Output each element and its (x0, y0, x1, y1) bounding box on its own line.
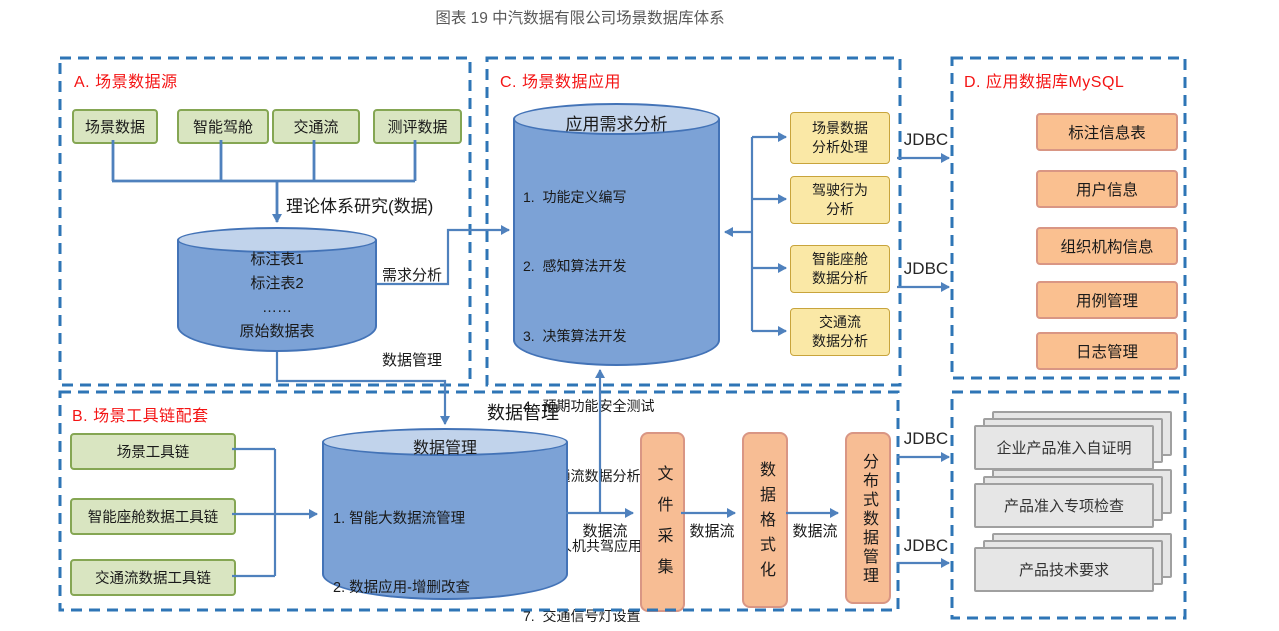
process-distributed-mgmt: 分布式数据管理 (845, 432, 891, 604)
db-item: 3. 决策算法开发 (523, 328, 627, 345)
db-mgmt-items: 1. 智能大数据流管理 2. 数据应用-增删改查 3. 数据存储平台 4. 企业… (333, 462, 494, 631)
db-row: 标注表1 (250, 251, 304, 268)
db-item: 1. 功能定义编写 (523, 188, 627, 205)
process-file-collect: 文件采集 (640, 432, 685, 612)
db-item: 7. 交通信号灯设置 (523, 607, 641, 624)
source-smart-cockpit: 智能驾舱 (177, 109, 269, 144)
output-line: 场景数据 (812, 120, 868, 136)
figure-caption: 图表 19 中汽数据有限公司场景数据库体系 (435, 10, 725, 27)
doc-sheet-label: 产品准入专项检查 (974, 483, 1154, 528)
db-title: 应用需求分析 (565, 115, 668, 134)
jdbc-label-4: JDBC (903, 536, 949, 555)
doc-sheet-label: 企业产品准入自证明 (974, 425, 1154, 470)
app-output-traffic-analysis: 交通流 数据分析 (790, 308, 890, 356)
db-annotation-tables: 标注表1 标注表2 …… 原始数据表 (177, 227, 377, 352)
edge-label-data-management: 数据管理 (382, 352, 443, 369)
db-row: 原始数据表 (239, 323, 315, 340)
section-a-label: A. 场景数据源 (74, 74, 178, 91)
output-line: 数据分析 (812, 333, 868, 349)
db-annotation-rows: 标注表1 标注表2 …… 原始数据表 (177, 248, 377, 344)
connector (111, 140, 417, 183)
jdbc-label-3: JDBC (903, 429, 949, 448)
edge-label-data-flow-2: 数据流 (689, 523, 735, 540)
edge-label-data-flow-1: 数据流 (582, 523, 628, 540)
db-item: 1. 智能大数据流管理 (333, 511, 466, 527)
jdbc-label-1: JDBC (903, 130, 949, 149)
data-management-caption: 数据管理 (487, 403, 559, 423)
output-line: 驾驶行为 (812, 182, 868, 198)
db-item: 2. 感知算法开发 (523, 258, 627, 275)
app-output-scene-analysis: 场景数据 分析处理 (790, 112, 890, 164)
output-line: 分析处理 (812, 139, 868, 155)
output-line: 分析 (826, 201, 854, 217)
section-c-label: C. 场景数据应用 (500, 74, 621, 91)
source-eval-data: 测评数据 (373, 109, 462, 144)
connector (232, 447, 277, 578)
toolchain-cockpit: 智能座舱数据工具链 (70, 498, 236, 535)
output-line: 数据分析 (812, 270, 868, 286)
toolchain-traffic: 交通流数据工具链 (70, 559, 236, 596)
source-traffic-flow: 交通流 (272, 109, 360, 144)
db-row: …… (262, 299, 292, 316)
mysql-table-annotation-info: 标注信息表 (1036, 113, 1178, 151)
db-row: 标注表2 (250, 275, 304, 292)
db-item: 2. 数据应用-增删改查 (333, 580, 470, 596)
flow-label-theory-research: 理论体系研究(数据) (286, 197, 434, 216)
section-d-border (950, 56, 1187, 380)
output-line: 交通流 (819, 314, 861, 330)
mysql-table-usecase-mgmt: 用例管理 (1036, 281, 1178, 319)
jdbc-label-2: JDBC (903, 259, 949, 278)
toolchain-scene: 场景工具链 (70, 433, 236, 470)
process-data-format: 数据格式化 (742, 432, 788, 608)
mysql-table-log-mgmt: 日志管理 (1036, 332, 1178, 370)
app-output-cockpit-analysis: 智能座舱 数据分析 (790, 245, 890, 293)
app-output-driving-behavior: 驾驶行为 分析 (790, 176, 890, 224)
mysql-table-org-info: 组织机构信息 (1036, 227, 1178, 265)
doc-sheet-label: 产品技术要求 (974, 547, 1154, 592)
edge-label-data-flow-3: 数据流 (792, 523, 838, 540)
section-b-label: B. 场景工具链配套 (72, 408, 209, 425)
source-scene-data: 场景数据 (72, 109, 158, 144)
edge-label-requirement-analysis: 需求分析 (382, 267, 443, 284)
db-title: 数据管理 (412, 440, 477, 457)
output-line: 智能座舱 (812, 251, 868, 267)
db-data-management: 数据管理 1. 智能大数据流管理 2. 数据应用-增删改查 3. 数据存储平台 … (322, 428, 568, 600)
mysql-table-user-info: 用户信息 (1036, 170, 1178, 208)
db-app-requirement-analysis: 应用需求分析 1. 功能定义编写 2. 感知算法开发 3. 决策算法开发 4. … (513, 103, 720, 624)
section-d-label: D. 应用数据库MySQL (964, 74, 1125, 91)
